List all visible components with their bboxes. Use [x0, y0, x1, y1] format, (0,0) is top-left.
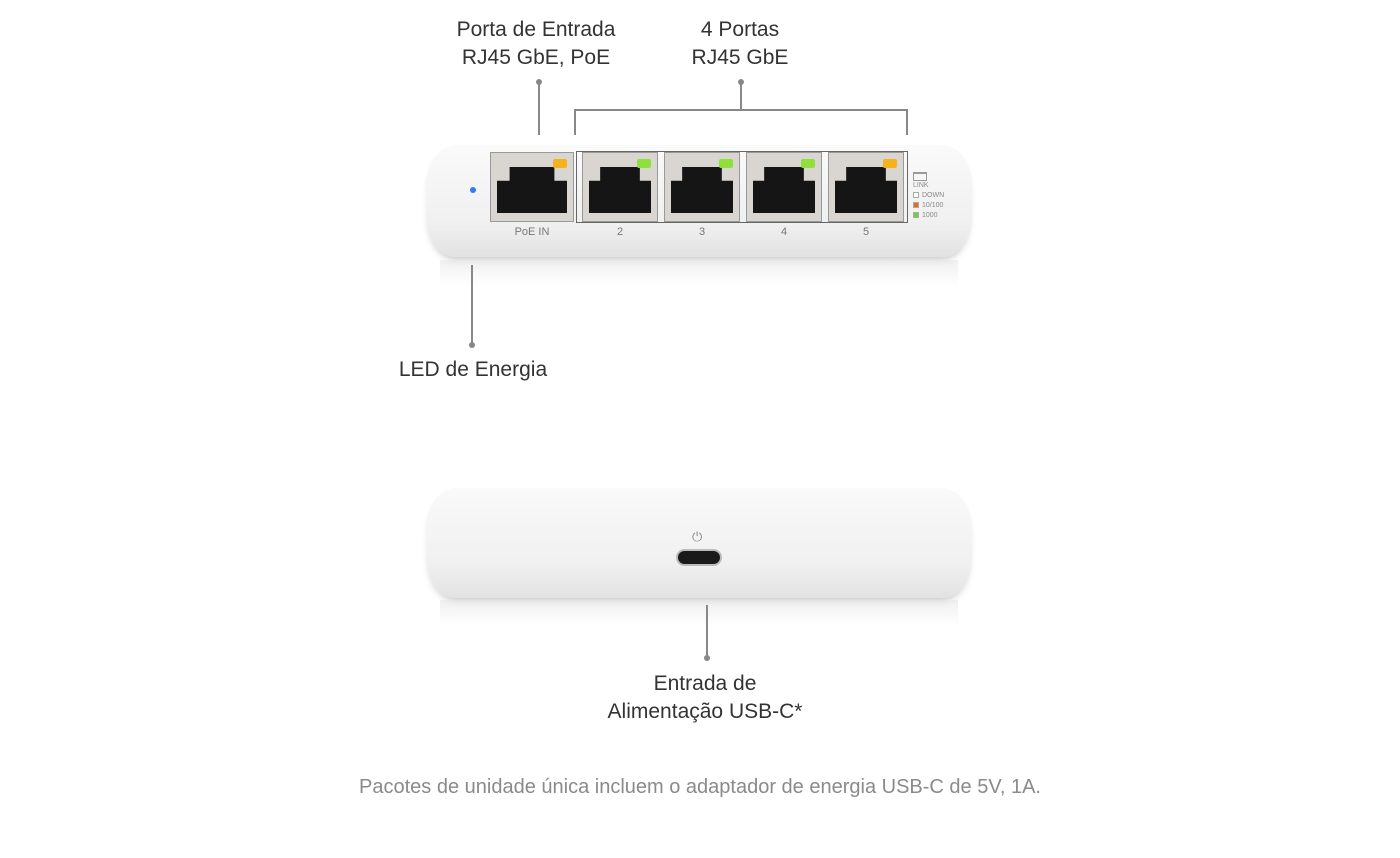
legend-label: 1000 — [922, 212, 938, 219]
callout-dot — [704, 655, 710, 661]
power-callout: Entrada de Alimentação USB-C* — [608, 670, 803, 726]
legend-swatch — [913, 212, 919, 219]
led-callout: LED de Energia — [398, 358, 548, 381]
callout-text: Alimentação USB-C* — [607, 700, 803, 723]
legend-item: DOWN — [913, 191, 944, 201]
port-label: 4 — [780, 226, 788, 238]
callout-text: RJ45 GbE, PoE — [461, 46, 611, 69]
bracket-line — [574, 109, 908, 111]
jack — [753, 167, 815, 213]
rj45-port — [664, 152, 740, 222]
port-label: 5 — [862, 226, 870, 238]
link-led — [883, 159, 897, 168]
legend-swatch — [913, 202, 919, 209]
switch-back-view — [426, 488, 972, 598]
link-led — [801, 159, 815, 168]
link-led — [637, 159, 651, 168]
callout-text: RJ45 GbE — [691, 46, 789, 69]
rj45-port — [828, 152, 904, 222]
rj45-port — [746, 152, 822, 222]
link-icon — [913, 172, 927, 181]
link-led — [719, 159, 733, 168]
legend-title: LINK — [913, 182, 929, 189]
callout-text: Porta de Entrada — [456, 18, 616, 41]
legend-item: 1000 — [913, 211, 944, 221]
callout-line — [471, 265, 473, 345]
callout-line — [538, 82, 540, 135]
footnote: Pacotes de unidade única incluem o adapt… — [359, 776, 1041, 798]
legend-label: 10/100 — [922, 202, 944, 209]
port-group-frame — [576, 151, 908, 223]
legend-item: 10/100 — [913, 201, 944, 211]
callout-dot — [469, 342, 475, 348]
port-label: 3 — [698, 226, 706, 238]
callout-text: Entrada de — [653, 672, 757, 695]
rj45-port — [490, 152, 574, 222]
bracket-line — [906, 109, 908, 135]
reflection — [440, 260, 958, 286]
callout-line — [706, 605, 708, 658]
port-label: 2 — [616, 226, 624, 238]
jack — [497, 167, 567, 213]
rj45-port — [582, 152, 658, 222]
legend-label: DOWN — [922, 192, 945, 199]
usb-c-port — [676, 549, 722, 566]
link-legend: LINK DOWN 10/100 1000 — [913, 172, 944, 221]
bracket-line — [574, 109, 576, 135]
callout-text: 4 Portas — [700, 18, 780, 41]
jack — [589, 167, 651, 213]
power-led — [470, 187, 476, 193]
reflection — [440, 600, 958, 626]
power-icon: ⏻ — [692, 529, 703, 544]
link-led — [553, 159, 567, 168]
legend-swatch — [913, 192, 919, 199]
port-label: PoE IN — [514, 226, 550, 238]
jack — [671, 167, 733, 213]
callout-line — [740, 82, 742, 110]
jack — [835, 167, 897, 213]
